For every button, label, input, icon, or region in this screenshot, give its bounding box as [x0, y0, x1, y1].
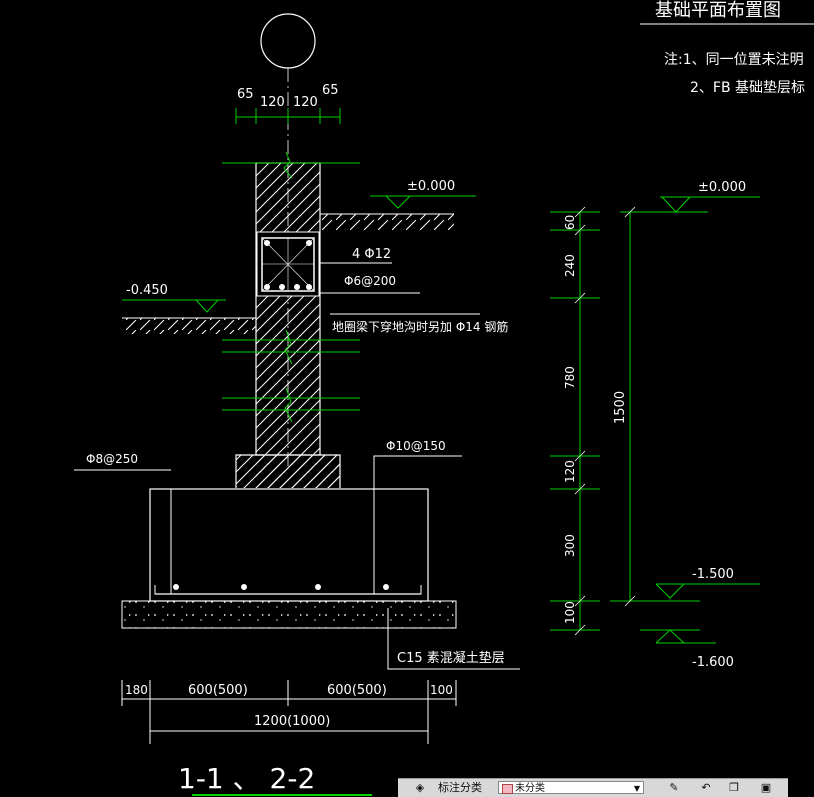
save-icon[interactable]: ▣	[760, 781, 772, 794]
elev-mark-m045	[122, 299, 226, 313]
vdim-total: 1500	[613, 391, 628, 424]
beam-cross-lines	[261, 237, 315, 292]
top-dimension	[235, 108, 341, 124]
vdim-100: 100	[563, 601, 577, 624]
bottom-dim-600-left: 600(500)	[188, 683, 248, 698]
beam-rebars	[264, 240, 312, 290]
bottom-dim-600-right: 600(500)	[327, 683, 387, 698]
top-dim-65-left: 65	[237, 87, 254, 102]
bottom-dim-total: 1200(1000)	[254, 714, 330, 729]
elev-m045: -0.450	[126, 283, 168, 298]
layer-select[interactable]: 未分类 ▼	[498, 781, 644, 794]
trench-note: 地圈梁下穿地沟时另加 Φ14 钢筋	[332, 319, 508, 334]
vdim-60: 60	[563, 215, 577, 230]
ground-left	[122, 318, 256, 334]
vdim-120: 120	[563, 460, 577, 483]
layers-icon[interactable]: ◈	[415, 781, 425, 794]
note-2: 2、FB 基础垫层标	[690, 79, 805, 96]
vdim-780: 780	[563, 366, 577, 389]
elev-mark-m1500	[655, 583, 760, 599]
cushion-label: C15 素混凝土垫层	[397, 650, 505, 666]
bottom-dim-180: 180	[125, 683, 148, 697]
vdim-300: 300	[563, 534, 577, 557]
leader-cushion	[387, 608, 520, 670]
concrete-cushion	[121, 600, 457, 629]
top-dim-120-right: 120	[293, 95, 318, 110]
elev-mark-top-right	[660, 196, 760, 213]
footing-rebar-dots	[173, 584, 389, 590]
top-dim-65-right: 65	[322, 83, 339, 98]
header-title: 基础平面布置图	[655, 0, 781, 21]
leader-lines-beam	[320, 262, 480, 315]
top-dim-120-left: 120	[260, 95, 285, 110]
copy-icon[interactable]: ❐	[729, 781, 739, 794]
axis-bubble	[260, 13, 316, 69]
pen-icon[interactable]: ✎	[669, 781, 679, 794]
bottom-dim-100: 100	[430, 683, 453, 697]
wall-body	[255, 162, 321, 456]
undo-icon[interactable]: ↶	[701, 781, 711, 794]
elev-top-left: ±0.000	[407, 179, 455, 194]
layer-select-value: 未分类	[515, 783, 545, 794]
chevron-down-icon: ▼	[633, 784, 640, 793]
rebar-stirrup-label: Φ6@200	[344, 274, 396, 288]
bottom-toolbar: ◈ 标注分类 未分类 ▼ ✎ ↶ ❐ ▣	[398, 778, 788, 797]
rebar-main-label: 4 Φ12	[352, 247, 391, 262]
elev-m1600: -1.600	[692, 655, 734, 670]
vertical-dimension-chain	[550, 211, 708, 631]
note-1: 注:1、同一位置未注明	[664, 52, 804, 68]
footing-rebar-left	[154, 489, 172, 595]
layer-color-swatch	[502, 784, 513, 794]
toolbar-label: 标注分类	[438, 781, 482, 794]
elev-m1500: -1.500	[692, 567, 734, 582]
break-lines	[222, 151, 360, 423]
rebar-left-label: Φ8@250	[86, 452, 138, 466]
bottom-dimensions	[121, 680, 457, 744]
elev-mark-m1600	[655, 629, 716, 644]
elev-top-right: ±0.000	[698, 180, 746, 195]
vdim-240: 240	[563, 254, 577, 277]
leader-right	[373, 455, 462, 470]
rebar-right-label: Φ10@150	[386, 439, 446, 453]
section-title: 1-1 、 2-2	[178, 762, 315, 795]
elev-mark-top-left	[370, 195, 476, 209]
dim-ticks	[574, 206, 636, 636]
ground-right	[320, 214, 454, 230]
